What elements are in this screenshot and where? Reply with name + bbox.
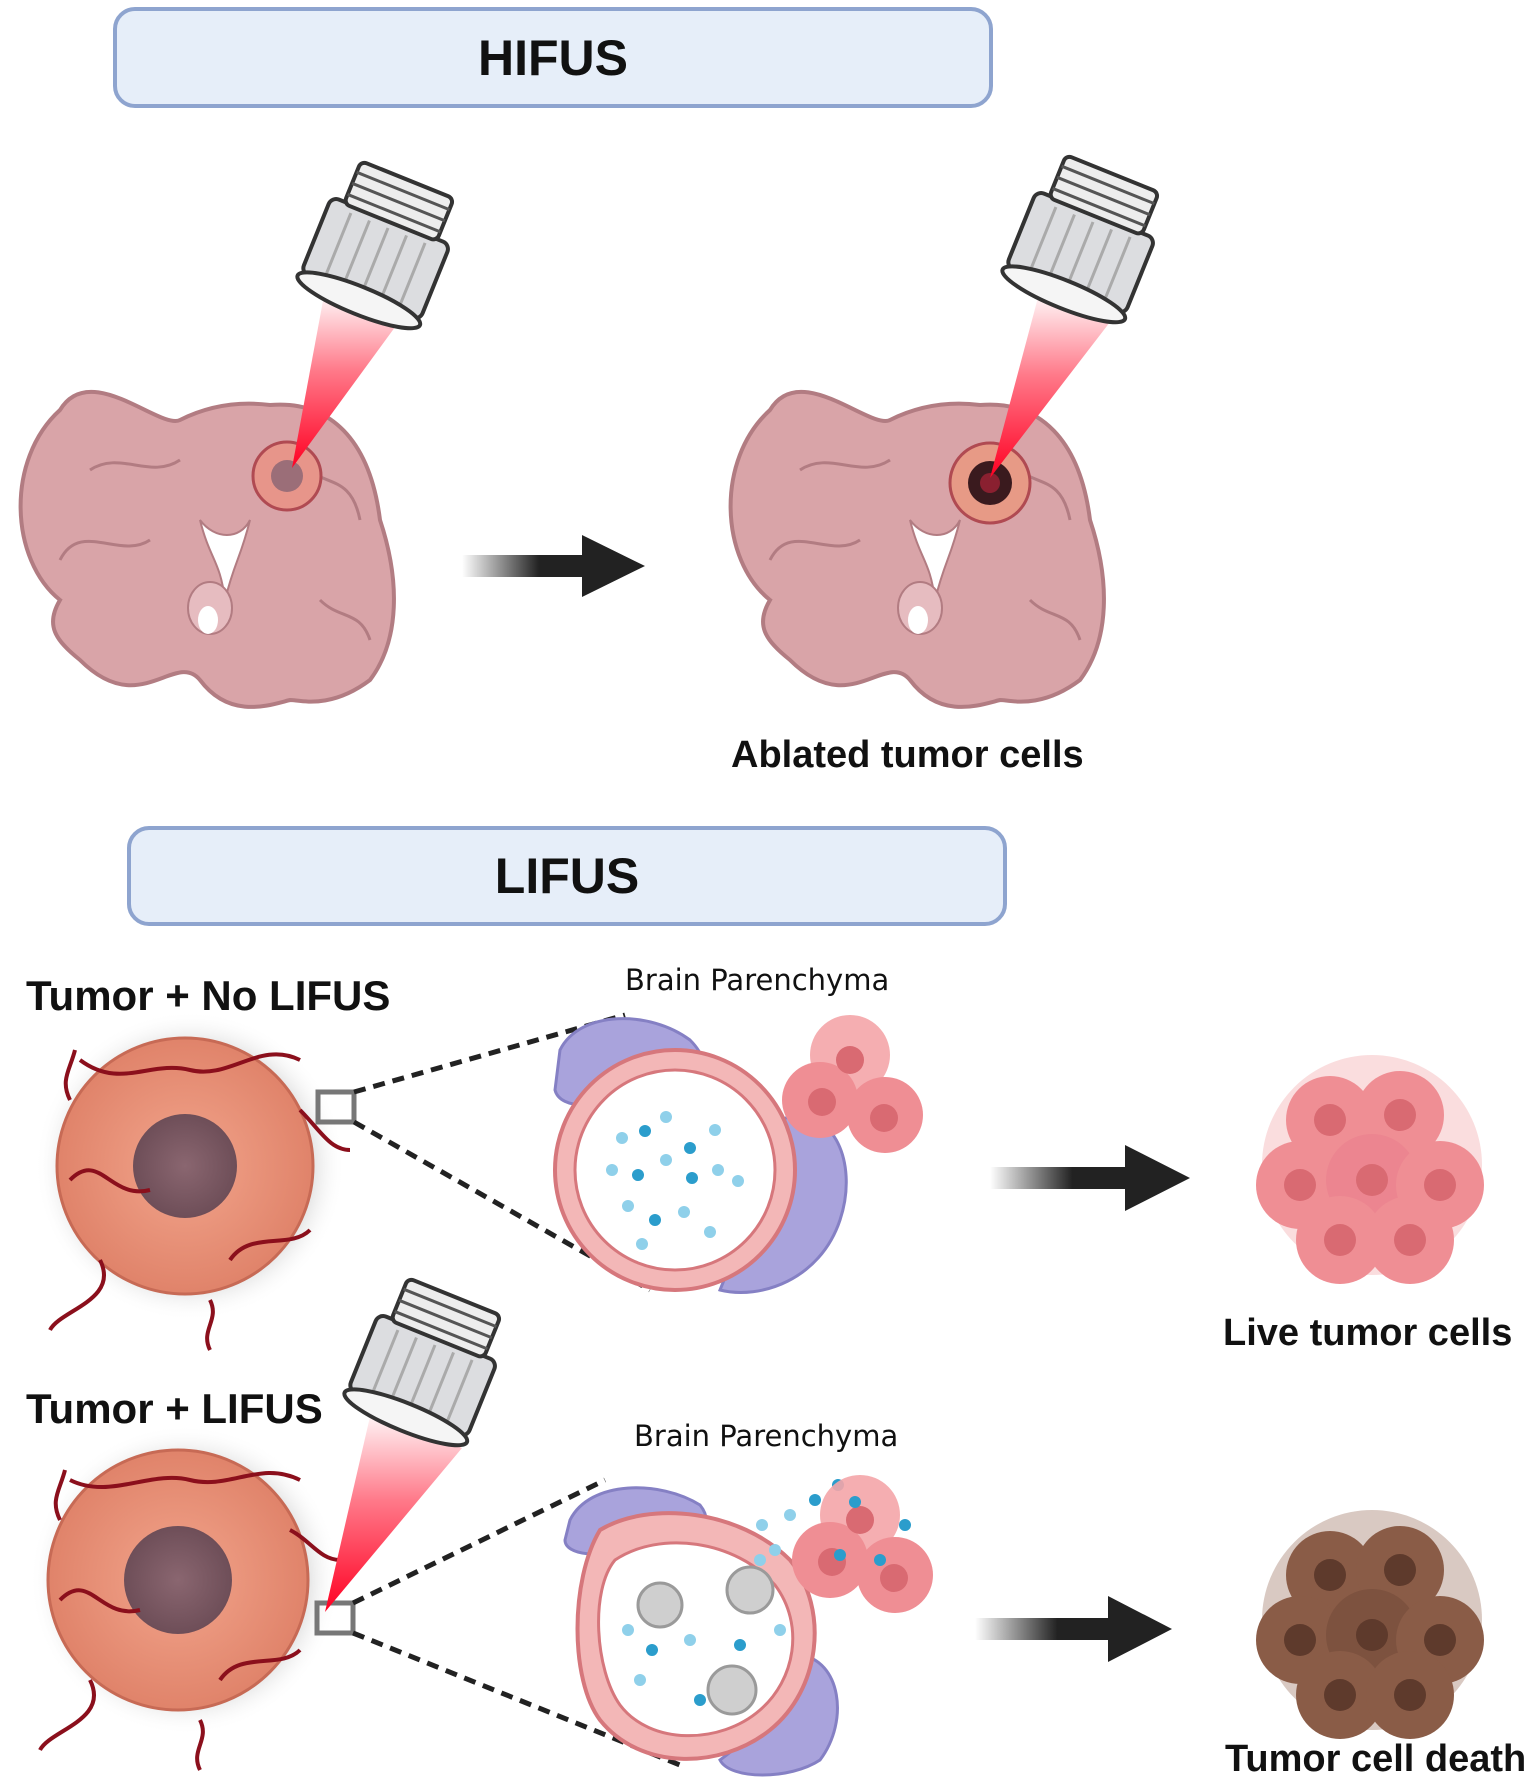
zoom-box-bottom: [314, 1600, 356, 1636]
transducer-lifus: [325, 1277, 502, 1612]
live-tumor-cells: [1256, 1055, 1484, 1284]
hifus-beam-left: [292, 290, 398, 468]
arrow-with-lifus: [975, 1596, 1172, 1662]
brain-before-hifus: [18, 389, 396, 709]
hifus-banner: HIFUS: [113, 7, 993, 108]
vessel-no-lifus: [553, 1017, 848, 1294]
hifus-title: HIFUS: [478, 29, 628, 86]
brain-parenchyma-label-top: Brain Parenchyma: [625, 963, 890, 997]
drug-particles-top: [606, 1111, 744, 1250]
hifus-beam-right: [990, 290, 1110, 478]
drug-particles-bottom: [622, 1479, 844, 1706]
tumor-no-lifus: [35, 1011, 357, 1351]
tumor-before-ablation: [251, 440, 323, 512]
arrow-hifus: [462, 535, 645, 597]
lifus-title: LIFUS: [494, 848, 640, 904]
brain-parenchyma-label-bottom: Brain Parenchyma: [634, 1419, 899, 1453]
brain-after-hifus: [728, 389, 1106, 709]
live-tumor-label: Live tumor cells: [1223, 1312, 1513, 1354]
lifus-beam: [325, 1408, 462, 1612]
zoom-box-top: [315, 1089, 357, 1125]
tumor-ablated: [948, 441, 1032, 525]
zoom-line-bottom-1: [351, 1477, 607, 1606]
dead-tumor-cells: [1256, 1510, 1484, 1739]
lifus-banner: LIFUS: [127, 826, 1007, 926]
tumor-no-lifus-label: Tumor + No LIFUS: [26, 972, 391, 1019]
tumor-death-label: Tumor cell death: [1225, 1738, 1527, 1780]
parenchyma-cells-top: [782, 1015, 923, 1153]
tumor-with-lifus: [30, 1425, 356, 1771]
vessel-with-lifus: [563, 1486, 839, 1777]
transducer-hifus-right: [990, 154, 1160, 478]
parenchyma-cells-bottom: [792, 1475, 933, 1613]
ablated-tumor-label: Ablated tumor cells: [731, 734, 1084, 776]
arrow-no-lifus: [990, 1145, 1190, 1211]
zoom-line-top-1: [353, 1012, 626, 1095]
tumor-lifus-label: Tumor + LIFUS: [26, 1385, 323, 1432]
transducer-hifus-left: [292, 160, 455, 468]
